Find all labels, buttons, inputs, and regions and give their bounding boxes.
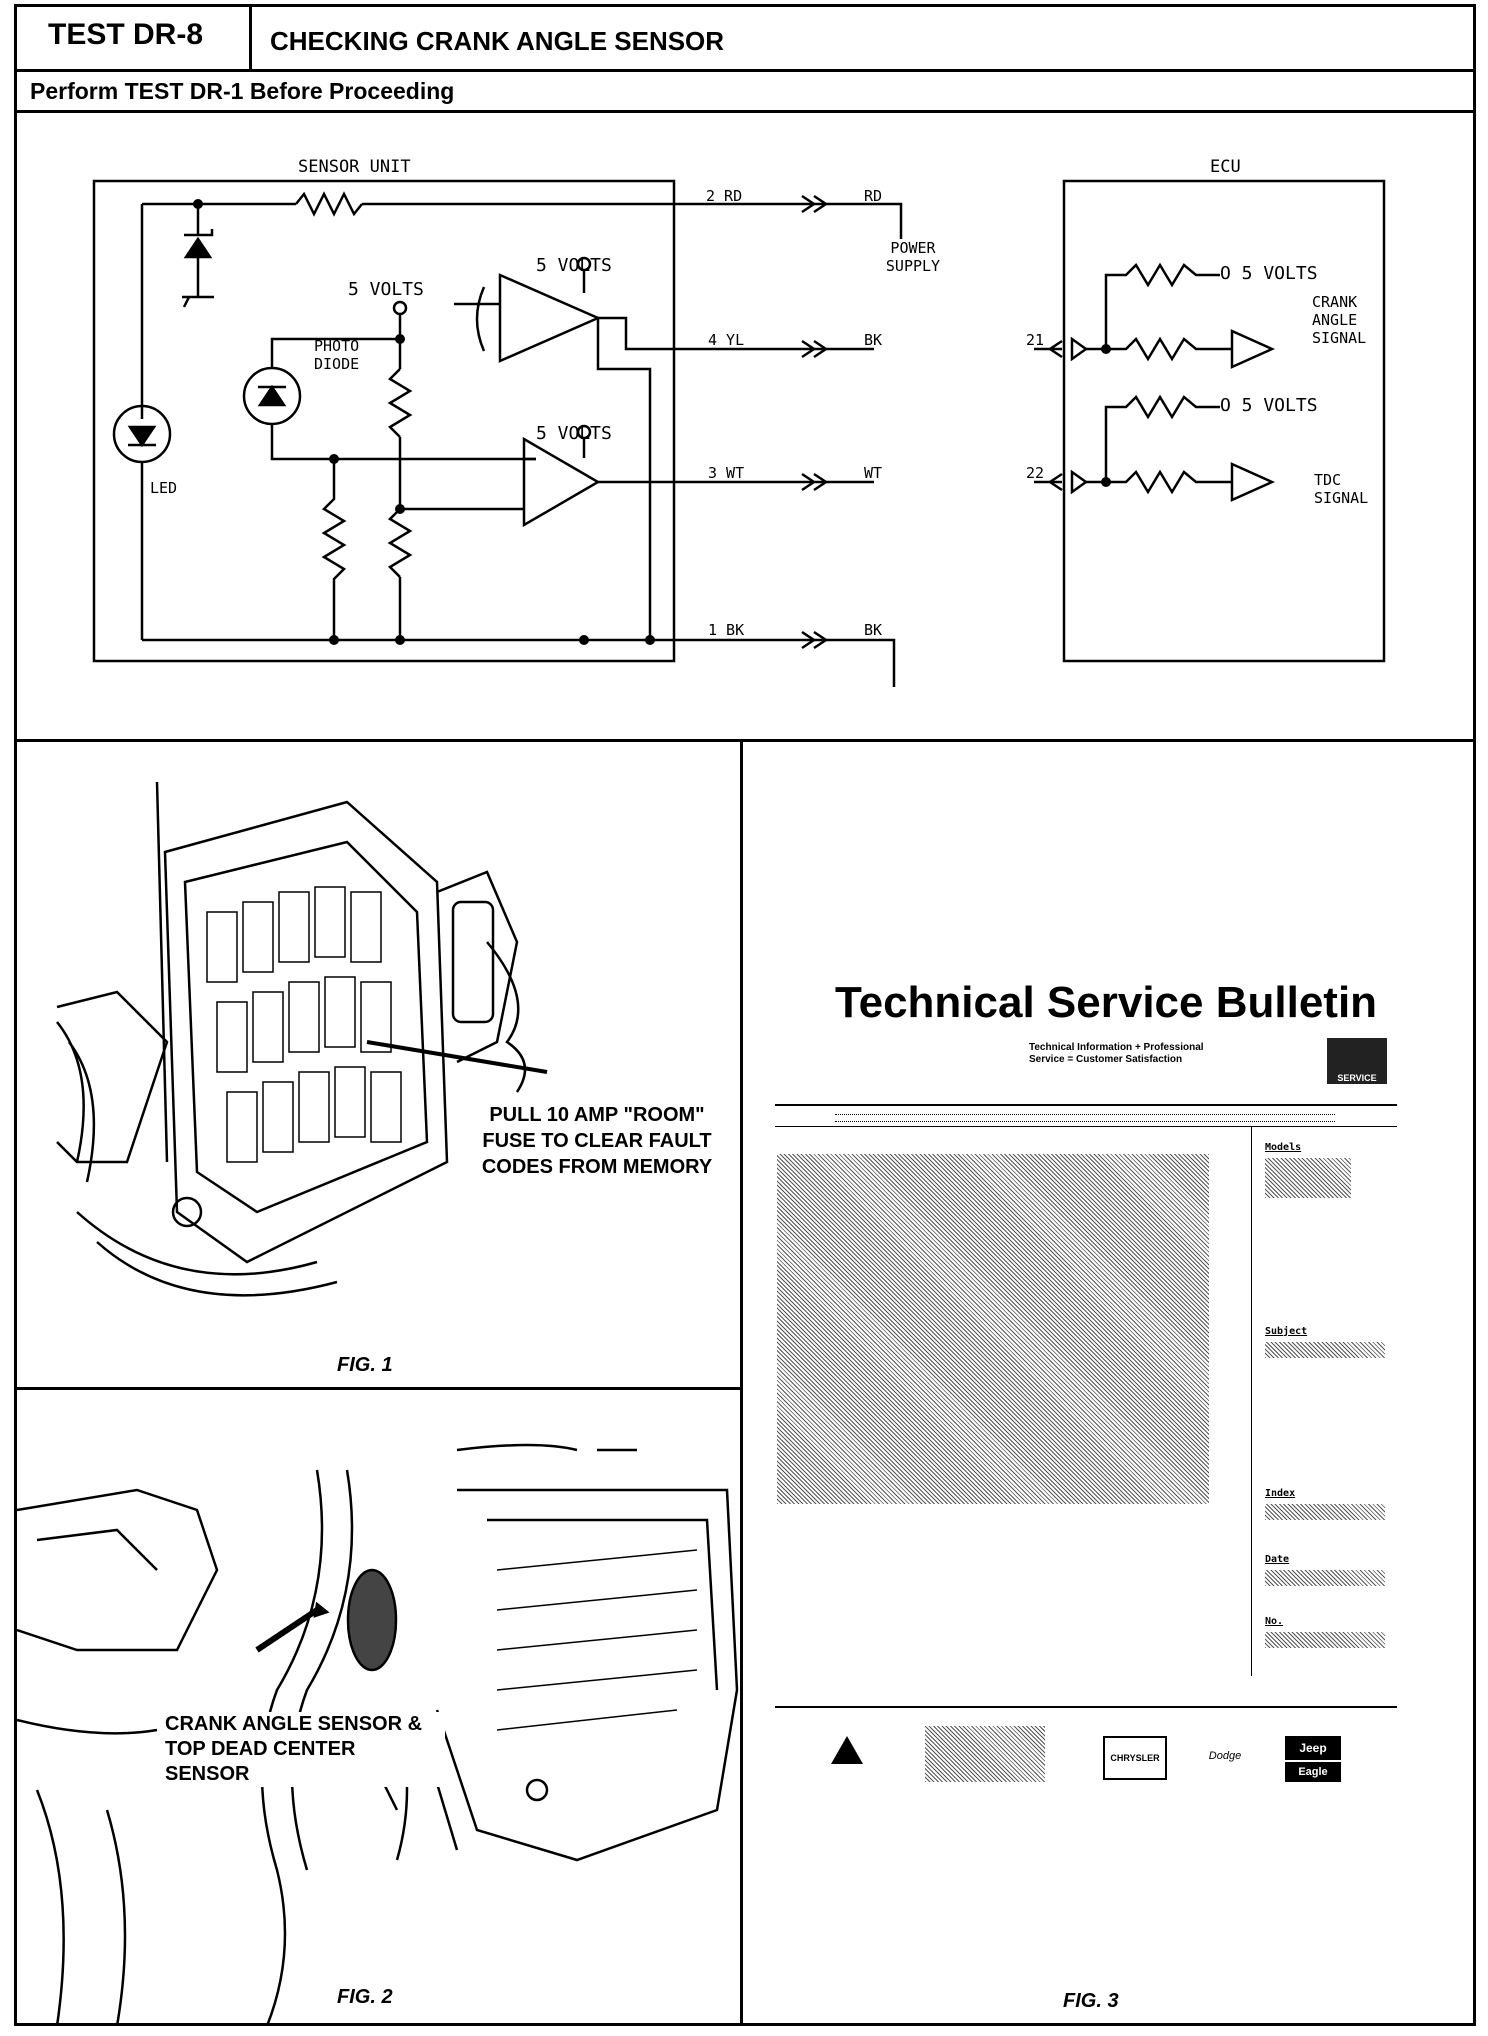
tsb-disclaimer	[925, 1726, 1045, 1782]
five-volts-opamp1: 5 VOLTS	[536, 255, 612, 276]
fig1-caption: FIG. 1	[337, 1354, 393, 1376]
sensor-unit-label: SENSOR UNIT	[298, 157, 411, 177]
wire-3-label: 3 WT	[708, 464, 745, 482]
brand-eagle: Eagle	[1285, 1762, 1341, 1782]
title-underline	[252, 69, 1476, 72]
wire-2-label: 2 RD	[706, 187, 743, 205]
fig1-panel: PULL 10 AMP "ROOM" FUSE TO CLEAR FAULT C…	[17, 742, 740, 1387]
power-supply-label: POWER SUPPLY	[885, 239, 941, 275]
fuse-box-illustration	[56, 781, 548, 1297]
fig2-callout: CRANK ANGLE SENSOR & TOP DEAD CENTER SEN…	[165, 1712, 445, 1787]
tsb-field-index-value	[1265, 1504, 1385, 1520]
brand-jeep: Jeep	[1285, 1736, 1341, 1760]
tsb-field-no: No.	[1265, 1616, 1284, 1627]
tsb-field-subject: Subject	[1265, 1326, 1308, 1337]
tsb-title: Technical Service Bulletin	[835, 978, 1378, 1027]
wire-1-far-label: BK	[864, 621, 883, 639]
tsb-sidebar-rule	[1251, 1126, 1252, 1676]
wire-2-far-label: RD	[864, 187, 883, 205]
page-border	[14, 4, 1476, 2026]
test-id: TEST DR-8	[48, 18, 204, 51]
brand-chrysler: CHRYSLER	[1103, 1736, 1167, 1780]
photo-diode-label: PHOTO DIODE	[314, 337, 360, 373]
tsb-field-models: Models	[1265, 1142, 1302, 1153]
brand-dodge: Dodge	[1208, 1750, 1242, 1762]
panel-divider-vertical	[740, 739, 743, 2026]
wire-4-far-label: BK	[864, 331, 883, 349]
five-volts-opamp2: 5 VOLTS	[536, 423, 612, 444]
subtitle: Perform TEST DR-1 Before Proceeding	[30, 78, 455, 104]
tsb-field-models-value	[1265, 1158, 1351, 1198]
tsb-logo-mark: SERVICE	[1327, 1038, 1387, 1084]
fig2-panel: CRANK ANGLE SENSOR & TOP DEAD CENTER SEN…	[17, 1390, 740, 2026]
ecu-5v-a: O 5 VOLTS	[1220, 263, 1318, 284]
five-volts-photo: 5 VOLTS	[348, 279, 424, 300]
fig2-caption: FIG. 2	[337, 1986, 393, 2008]
tsb-logo-text: SERVICE	[1337, 1073, 1377, 1083]
wire-1-label: 1 BK	[708, 621, 745, 639]
test-id-box	[14, 4, 252, 72]
led-label: LED	[150, 479, 178, 497]
header-box: TEST DR-8 CHECKING CRANK ANGLE SENSOR Pe…	[14, 4, 1476, 113]
page-title: CHECKING CRANK ANGLE SENSOR	[270, 26, 725, 56]
crank-angle-signal-label: CRANK ANGLE SIGNAL	[1312, 293, 1367, 347]
fig3-caption: FIG. 3	[1063, 1990, 1119, 2012]
tsb-field-no-value	[1265, 1632, 1385, 1648]
tsb-rule-bottom	[775, 1706, 1397, 1708]
tsb-tagline: Technical Information + Professional Ser…	[1029, 1042, 1204, 1065]
tsb-field-date-value	[1265, 1570, 1385, 1586]
tsb-field-index: Index	[1265, 1488, 1296, 1499]
tsb-body-text	[777, 1154, 1209, 1504]
engine-illustration	[17, 1443, 739, 2026]
ecu-label: ECU	[1210, 157, 1241, 177]
pin-21-label: 21	[1026, 331, 1045, 349]
wire-4-label: 4 YL	[708, 331, 745, 349]
wire-3-far-label: WT	[864, 464, 883, 482]
wiring-diagram	[92, 179, 1386, 687]
tsb-field-subject-value	[1265, 1342, 1385, 1358]
pin-22-label: 22	[1026, 464, 1045, 482]
tsb-checkbox-row	[835, 1114, 1335, 1122]
fig3-panel: Technical Service Bulletin Technical Inf…	[743, 742, 1476, 2026]
tsb-rule-top	[775, 1104, 1397, 1106]
schematic-panel: SENSOR UNIT ECU 5 VOLTS 5 VOLTS 5 VOLTS …	[14, 107, 1476, 742]
tdc-signal-label: TDC SIGNAL	[1314, 471, 1369, 507]
tsb-rule-mid	[775, 1126, 1397, 1127]
ecu-5v-b: O 5 VOLTS	[1220, 395, 1318, 416]
pentastar-icon	[831, 1736, 863, 1764]
panel-divider-fig1	[14, 1387, 740, 1390]
fig1-callout: PULL 10 AMP "ROOM" FUSE TO CLEAR FAULT C…	[481, 1104, 713, 1178]
tsb-field-date: Date	[1265, 1554, 1290, 1565]
